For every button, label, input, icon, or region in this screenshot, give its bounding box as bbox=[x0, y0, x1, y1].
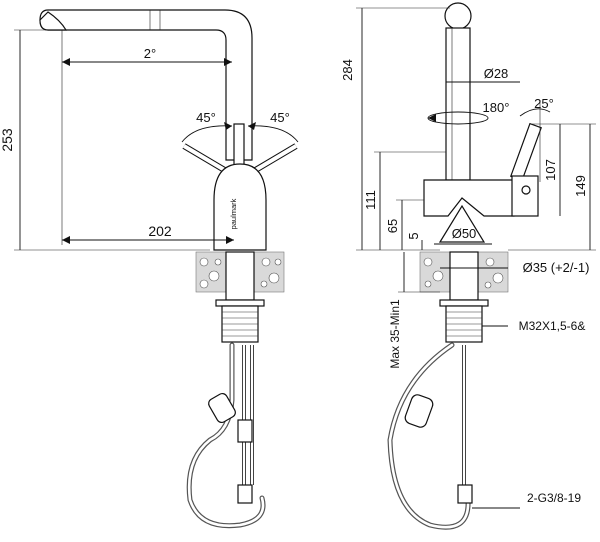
front-body bbox=[213, 163, 267, 251]
dim-front-reach-angle: 2° bbox=[144, 46, 156, 61]
front-view: paulmark 253 bbox=[0, 9, 299, 529]
side-body bbox=[423, 179, 515, 217]
dim-front-angle-left: 45° bbox=[196, 110, 216, 125]
front-spout bbox=[39, 9, 253, 161]
dim-side-base-offset: 5 bbox=[406, 232, 421, 239]
brand-logo: paulmark bbox=[229, 198, 238, 229]
dim-side-swivel: 180° bbox=[483, 100, 510, 115]
dim-front-height: 253 bbox=[0, 128, 15, 152]
side-connector bbox=[457, 484, 473, 504]
front-pebbles bbox=[199, 257, 282, 289]
dim-side-base-diameter: Ø50 bbox=[452, 226, 477, 241]
dim-front-angle-right: 45° bbox=[270, 110, 290, 125]
dim-side-handle-height: 107 bbox=[543, 159, 558, 181]
side-column bbox=[445, 27, 471, 181]
dim-side-base-height: 65 bbox=[385, 219, 400, 233]
dim-side-hose-connection: 2-G3/8-19 bbox=[527, 491, 581, 505]
side-weight bbox=[404, 394, 434, 428]
dim-side-handle-tilt: 25° bbox=[534, 96, 554, 111]
dim-side-height: 284 bbox=[340, 59, 355, 81]
dim-side-spout-diameter: Ø28 bbox=[484, 66, 509, 81]
dim-side-thread: M32X1,5-6& bbox=[519, 319, 586, 333]
side-pebbles bbox=[423, 257, 504, 289]
dim-side-handle-top: 149 bbox=[573, 175, 588, 197]
front-weight bbox=[208, 392, 236, 424]
side-cartridge bbox=[511, 175, 539, 217]
dim-front-spout-reach: 202 bbox=[148, 223, 172, 239]
side-view: 284 Ø28 180° 25° 107 149 111 65 5 bbox=[340, 2, 596, 530]
front-valve bbox=[237, 419, 253, 443]
side-handle bbox=[510, 122, 542, 182]
dim-side-counter-thickness: Max 35-Min1 bbox=[388, 299, 402, 369]
dim-side-mount-hole: Ø35 (+2/-1) bbox=[523, 260, 590, 275]
side-spout-top bbox=[444, 2, 472, 30]
dim-side-body-height: 111 bbox=[363, 190, 378, 210]
front-connector bbox=[237, 484, 253, 504]
